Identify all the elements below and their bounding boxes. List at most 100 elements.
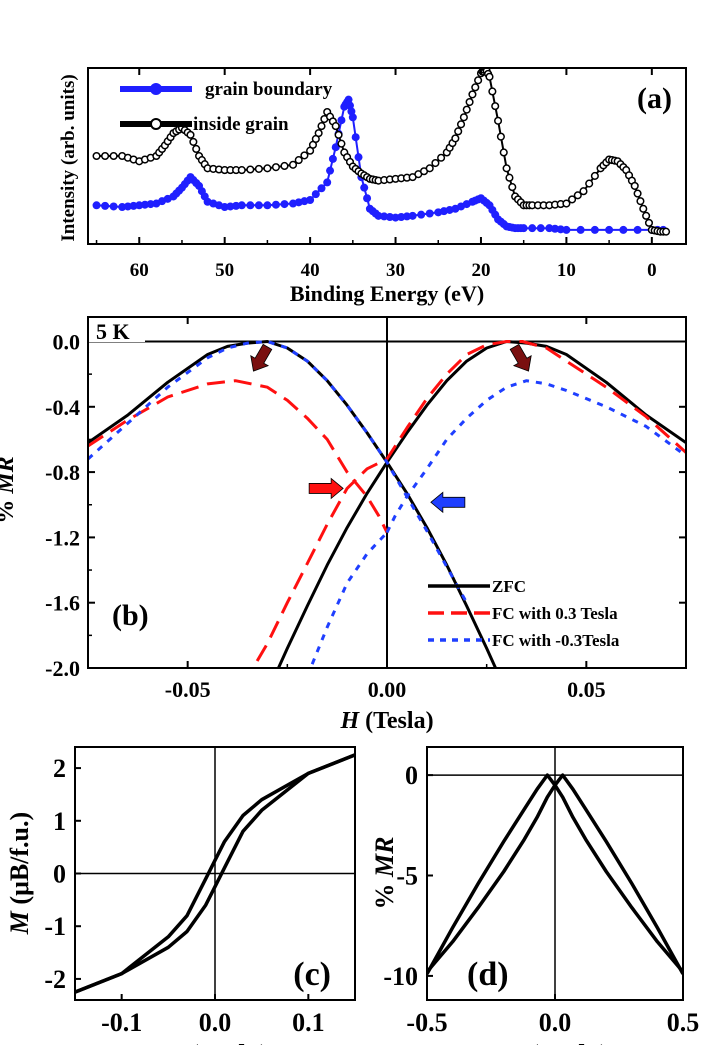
data-point: [237, 166, 246, 175]
data-point: [494, 116, 503, 125]
legend-marker: [150, 83, 162, 95]
data-point: [323, 178, 332, 187]
x-tick-label: 30: [386, 260, 405, 281]
data-point: [101, 151, 110, 161]
series-line: [88, 340, 469, 604]
hysteresis-branch: [75, 753, 355, 994]
data-point: [639, 204, 648, 213]
data-point: [630, 181, 639, 190]
data-point: [633, 189, 642, 198]
data-point: [431, 158, 440, 168]
data-point: [351, 133, 360, 142]
x-tick-label: 40: [301, 260, 320, 281]
panel-tag-b: (b): [112, 599, 149, 632]
x-tick-label: 10: [557, 260, 576, 281]
data-point: [331, 122, 340, 131]
x-axis-label-var: H: [500, 1040, 524, 1045]
data-point: [633, 225, 642, 234]
data-point: [280, 161, 289, 171]
data-point: [109, 151, 118, 161]
x-tick-label: 0.1: [292, 1008, 325, 1037]
y-tick-label: -0.4: [45, 395, 80, 420]
legend-label: FC with -0.3Tesla: [492, 631, 620, 650]
legend-marker: [150, 118, 162, 130]
panel-a-plot: [92, 68, 671, 236]
data-point: [642, 211, 651, 220]
data-point: [562, 225, 571, 234]
y-tick-label: 0.0: [53, 329, 81, 354]
data-point: [451, 134, 460, 143]
data-point: [311, 190, 320, 199]
y-axis-label: Intensity (arb. units): [58, 74, 79, 241]
data-point: [488, 87, 497, 96]
y-tick-label: -0.8: [45, 460, 80, 485]
panel-d: -0.50.00.50-5-10H (Tesla)% MR(d): [370, 746, 699, 1045]
data-point: [263, 201, 272, 210]
data-point: [254, 164, 263, 173]
series-fc-with-0-3-tesla: [88, 340, 686, 668]
data-point: [636, 197, 645, 206]
data-point: [317, 184, 326, 193]
data-point: [363, 194, 372, 203]
legend: ZFC FC with 0.3 Tesla FC with -0.3Tesla: [428, 577, 620, 650]
y-tick-label: 1: [53, 807, 66, 836]
data-point: [491, 102, 500, 111]
data-point: [437, 153, 446, 162]
data-point: [462, 105, 471, 114]
data-point: [92, 201, 101, 210]
data-point: [328, 154, 337, 163]
panel-d-plot: [427, 747, 683, 1000]
hysteresis-branch: [75, 753, 355, 994]
data-point: [459, 113, 468, 122]
data-point: [300, 151, 309, 160]
x-axis-label-var: H: [339, 708, 360, 734]
data-point: [502, 164, 511, 173]
data-point: [508, 183, 517, 192]
data-point: [360, 183, 369, 192]
x-tick-label: 0.05: [567, 677, 606, 702]
data-point: [662, 227, 671, 236]
data-point: [337, 116, 346, 125]
data-point: [237, 201, 246, 210]
data-point: [573, 191, 582, 200]
mr-branch: [427, 773, 683, 975]
data-point: [568, 195, 577, 204]
x-axis-label: H (Tesla): [160, 1040, 270, 1045]
annotation-arrow: [430, 491, 466, 514]
data-point: [263, 164, 272, 173]
data-point: [468, 90, 477, 99]
data-point: [271, 200, 280, 209]
x-tick-label: 0.0: [199, 1008, 232, 1037]
data-point: [246, 165, 255, 174]
data-point: [485, 72, 494, 81]
y-tick-label: -10: [383, 962, 418, 991]
data-point: [536, 224, 545, 233]
series-line: [251, 340, 686, 668]
series-line: [96, 68, 669, 233]
y-axis-label-var: MR: [370, 837, 399, 878]
data-point: [644, 218, 654, 227]
series-line: [385, 379, 686, 534]
legend-label: grain boundary: [205, 79, 333, 100]
legend-label: ZFC: [492, 577, 526, 596]
data-point: [326, 166, 335, 175]
y-tick-label: -2.0: [45, 656, 80, 681]
x-tick-label: -0.05: [165, 677, 211, 702]
panel-tag-d: (d): [467, 956, 509, 993]
data-point: [271, 163, 280, 172]
data-point: [192, 144, 201, 154]
legend-item: grain boundary: [120, 79, 333, 100]
series-grain-boundary: [92, 95, 669, 234]
series-line: [96, 97, 669, 231]
annotation-bg: [89, 318, 145, 342]
panel-tag-c: (c): [293, 956, 331, 993]
data-point: [590, 225, 599, 234]
y-axis-label-prefix: %: [370, 877, 399, 910]
legend-label: FC with 0.3 Tesla: [492, 604, 618, 623]
legend-item: ZFC: [428, 577, 526, 596]
legend-item: FC with -0.3Tesla: [428, 631, 620, 650]
x-axis-label-var: H: [160, 1040, 184, 1045]
